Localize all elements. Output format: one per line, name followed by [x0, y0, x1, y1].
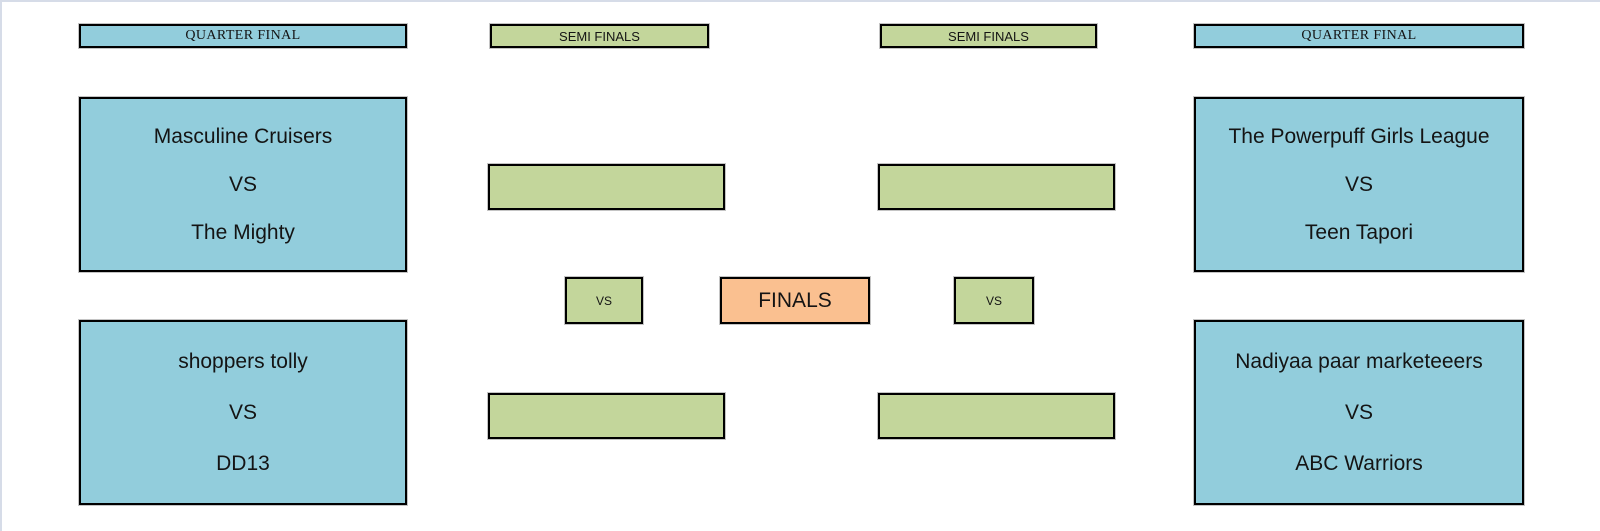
finals-box: FINALS — [720, 277, 870, 324]
vs-label: VS — [228, 172, 257, 196]
right-semi-final-vs-box: VS — [954, 277, 1034, 324]
left-semi-final-vs-box: VS — [565, 277, 643, 324]
team-name: ABC Warriors — [1295, 451, 1423, 475]
left-quarter-final-header: QUARTER FINAL — [79, 24, 407, 48]
right-quarter-final-header: QUARTER FINAL — [1194, 24, 1524, 48]
right-semi-final-slot-1 — [878, 164, 1115, 210]
vs-label: VS — [228, 400, 257, 424]
left-semi-final-slot-1 — [488, 164, 725, 210]
team-name: Nadiyaa paar marketeeers — [1235, 349, 1483, 373]
vs-label: VS — [1344, 172, 1373, 196]
right-quarter-final-match-1: The Powerpuff Girls League VS Teen Tapor… — [1194, 97, 1524, 272]
right-quarter-final-match-2: Nadiyaa paar marketeeers VS ABC Warriors — [1194, 320, 1524, 505]
right-semi-finals-header: SEMI FINALS — [880, 24, 1097, 48]
team-name: shoppers tolly — [178, 349, 308, 373]
team-name: Teen Tapori — [1304, 220, 1414, 244]
left-semi-finals-header: SEMI FINALS — [490, 24, 709, 48]
team-name: Masculine Cruisers — [153, 125, 333, 149]
right-semi-final-slot-2 — [878, 393, 1115, 439]
team-name: The Mighty — [191, 220, 295, 244]
left-quarter-final-match-1: Masculine Cruisers VS The Mighty — [79, 97, 407, 272]
team-name: DD13 — [216, 451, 270, 475]
left-semi-final-slot-2 — [488, 393, 725, 439]
team-name: The Powerpuff Girls League — [1228, 125, 1490, 149]
left-quarter-final-match-2: shoppers tolly VS DD13 — [79, 320, 407, 505]
vs-label: VS — [1344, 400, 1373, 424]
